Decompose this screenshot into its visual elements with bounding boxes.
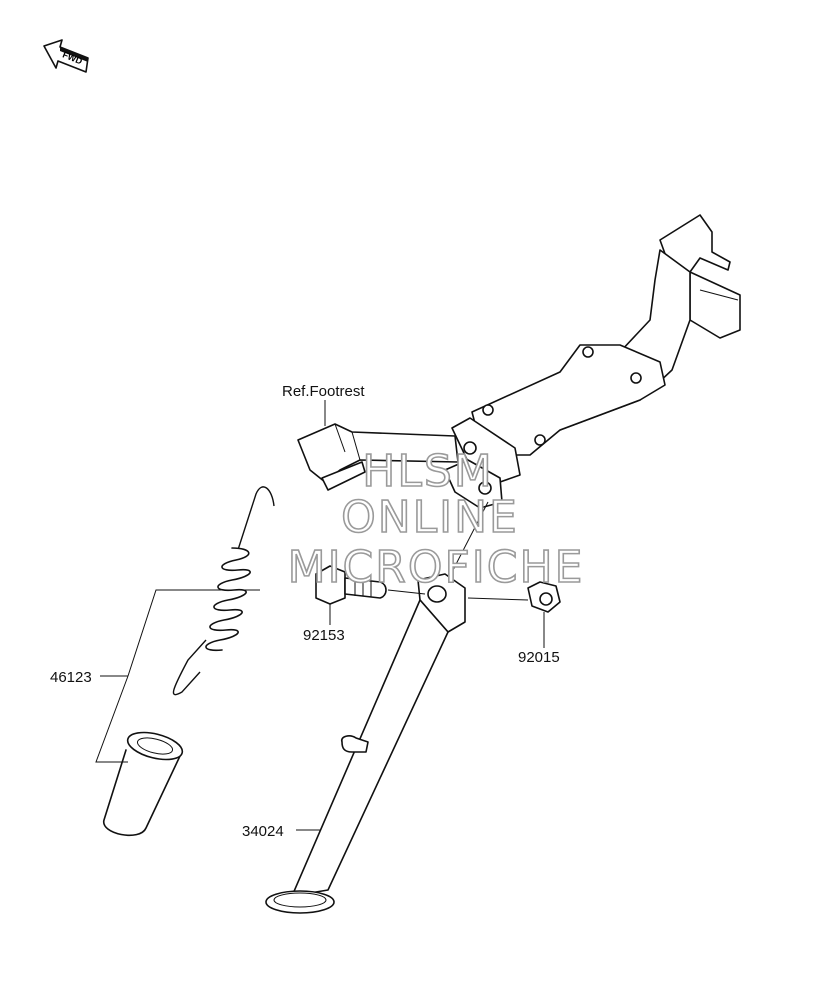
watermark-line2: ONLINE [341, 492, 519, 543]
bolt-part-92153 [315, 565, 387, 605]
watermark-line1: HLSM [362, 446, 494, 497]
label-34024: 34024 [242, 823, 284, 840]
leader-lines [95, 400, 545, 831]
watermark-line3: MICROFICHE [288, 542, 585, 593]
watermark: HLSM ONLINE MICROFICHE [287, 445, 585, 594]
spring-part-46123 [172, 486, 275, 696]
sleeve-part [103, 731, 184, 837]
side-stand-part-34024 [265, 573, 466, 914]
forward-arrow-icon: FWD [43, 39, 89, 73]
spring-coils [205, 547, 251, 652]
label-46123: 46123 [50, 669, 92, 686]
label-ref-footrest: Ref.Footrest [282, 383, 365, 400]
footrest-bracket [297, 214, 741, 509]
nut-part-92015 [527, 581, 561, 613]
label-92153: 92153 [303, 627, 345, 644]
label-92015: 92015 [518, 649, 560, 666]
